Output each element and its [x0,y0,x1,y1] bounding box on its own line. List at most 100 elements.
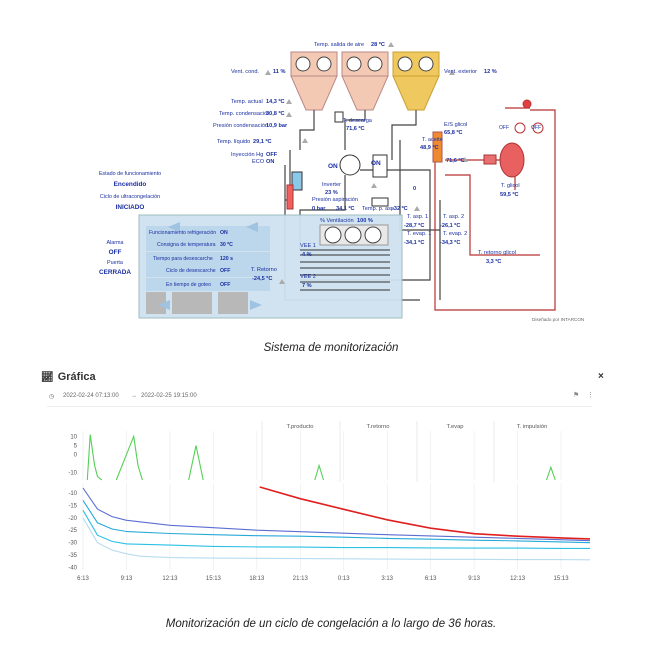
date-to[interactable]: 2022-02-25 19:15:00 [141,393,197,399]
menu-icon[interactable]: ⋮ [587,392,594,399]
airflow-arrow-3 [158,300,170,310]
lower-series-1 [82,487,591,542]
label-temp-actual: Temp. actual [231,99,263,105]
label-t-asp-2: T. asp. 2 [443,214,464,220]
label-on-2: ON [371,160,381,167]
label-alarma: Alarma [106,240,123,246]
condenser-unit-middle [341,51,389,111]
value-ciclo: INICIADO [116,204,145,211]
label-tiempo-desescarche: Tiempo para desescarche [153,256,213,262]
label-on-1: ON [328,163,338,170]
tiempo-desescarche-row [146,252,270,265]
caption-bottom: Monitorización de un ciclo de congelació… [165,618,497,630]
lower-series-4 [82,517,591,561]
liquid-receiver [291,171,303,191]
legend-entry-1: T.retorno [367,424,390,430]
evaporator-coils [300,249,390,291]
upper-series-2 [188,445,204,481]
lower-y-tick-0: -10 [68,491,77,497]
value-estado: Encendido [114,181,147,188]
value-inverter: 23 % [325,190,338,196]
x-tick-3: 15:13 [206,576,222,582]
label-t-retorno-glicol: T. retorno glicol [478,250,516,256]
label-temp-asp: Temp. p. asp. [362,206,396,212]
label-vee1: VEE 1 [300,243,316,249]
value-vee2: 7 % [302,283,312,289]
suction-filter [371,197,389,207]
value-t-glicol: 59,5 ºC [500,192,519,198]
value-t-retorno-glicol: 3,3 ºC [486,259,501,265]
label-t-glicol: T. glicol [501,183,520,189]
value-t-asp-2: -26,1 ºC [440,223,460,229]
upper-y-tick-3: -10 [68,471,77,477]
label-vent-cond-right: Vent. exterior [444,69,477,75]
x-tick-6: 0:13 [338,576,350,582]
value-eco: ON [266,159,274,165]
value-t-asp-1: -28,7 ºC [404,223,424,229]
label-func-refrig: Funcionamiento refrigeración [149,230,216,236]
upper-y-tick-1: 5 [74,444,78,450]
value-temp-condensacion: 30,8 ºC [266,111,285,117]
label-ciclo: Ciclo de ultracongelación [100,194,160,200]
value-inyeccion-hg: OFF [266,152,278,158]
value-t-descarga: 71,6 ºC [346,126,365,132]
chart-title-text: Gráfica [57,371,96,383]
label-inyeccion-hg: Inyección Hg [231,152,263,158]
bell-icon[interactable]: ⚑ [573,392,580,399]
upper-y-tick-2: 0 [74,453,78,459]
value-func-refrig: ON [220,230,228,236]
lower-y-tick-5: -35 [68,553,77,559]
value-t-glicol-2: 71,6 ºC [446,158,465,164]
upper-series-0 [86,434,103,481]
value-vent-cond-left: 11 % [273,69,285,75]
value-puerta: CERRADA [99,269,131,276]
airflow-arrow-4 [250,300,262,310]
label-temp-condensacion: Temp. condensación [219,111,270,117]
scada-diagram: Temp. salida de aire 28 ºC Vent. cond. 1… [99,42,584,322]
glycol-heat-exchanger [432,131,443,163]
line-chart-icon: 📈︎ [41,371,54,383]
ciclo-desescarche-row [146,264,270,277]
condenser-unit-left [290,51,338,111]
product-block-2 [172,292,212,314]
label-inverter: Inverter [322,182,341,188]
glycol-valve-2 [532,122,544,134]
value-presion-aspiracion-temp: 34,1 ºC [336,206,355,212]
label-t-retorno: T. Retorno [251,267,277,273]
value-pct-ventilacion: 100 % [357,218,373,224]
label-ciclo-desescarche: Ciclo de desescarche [166,268,216,274]
label-off-2: OFF [531,125,541,131]
x-tick-2: 12:13 [162,576,178,582]
date-range-bar: ◷ 2022-02-24 07:13:00 → 2022-02-25 19:15… [47,388,594,407]
label-estado: Estado de funcionamiento [99,171,161,177]
label-pct-ventilacion: % Ventilación [320,218,354,224]
label-temp-salida-aire: Temp. salida de aire [314,42,364,48]
value-presion-aspiracion: 0 bar [312,206,326,212]
value-t-evap-2: -34,3 ºC [440,240,460,246]
x-tick-7: 3:13 [381,576,393,582]
value-t-aceite: 48,9 ºC [420,145,439,151]
evap-fan-3 [364,226,382,244]
chart-panel-title: 📈︎ Gráfica [41,371,96,383]
value-t-evap-1: -34,1 ºC [404,240,424,246]
glycol-pump [483,154,497,165]
lower-y-tick-3: -25 [68,528,77,534]
close-button[interactable]: × [598,371,604,382]
lower-series-3 [82,510,590,549]
value-ec-glicol: 65,8 ºC [444,130,463,136]
lower-y-tick-6: -40 [68,566,77,572]
lower-series-2 [82,500,591,544]
legend-entry-0: T.producto [286,424,313,430]
airflow-arrow-1 [168,222,180,232]
upper-series-4 [545,465,556,481]
label-t-evap-1: T. evap. 1 [407,231,431,237]
x-tick-9: 9:13 [468,576,480,582]
legend-entry-2: T.evap [446,424,463,430]
date-from[interactable]: 2022-02-24 07:13:00 [63,393,119,399]
value-consigna: 30 ºC [220,242,233,248]
value-vee1: 4 % [302,252,312,258]
label-puerta: Puerta [107,260,123,266]
label-presion-condensacion: Presión condensación [213,123,268,129]
